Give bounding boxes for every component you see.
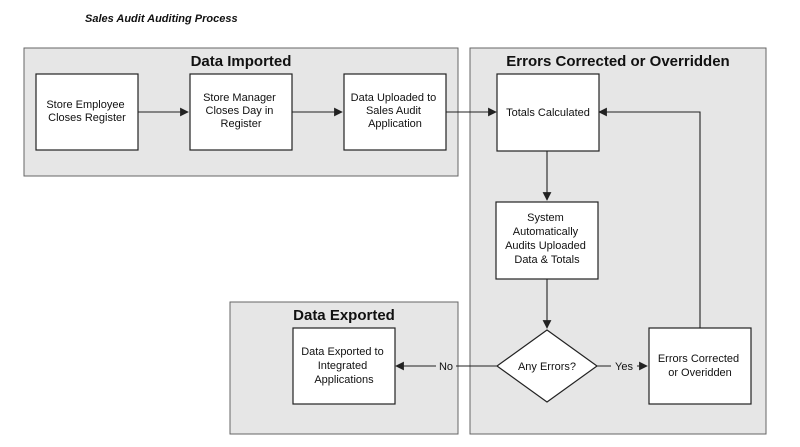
node-n2-line-2: Closes Day in (206, 105, 274, 117)
edge-label-bg-no (436, 359, 456, 373)
node-errors-corrected (648, 327, 752, 405)
node-n8-line-2: Integrated (318, 360, 368, 372)
node-store-manager-closes-day (189, 73, 293, 151)
node-text-n3: Data Uploaded to Sales Audit Application (351, 92, 440, 130)
edge-label-bg-yes (611, 359, 637, 373)
node-text-n1: Store Employee Closes Register (46, 99, 127, 124)
edge-label-no: No (439, 361, 453, 373)
edge-label-yes: Yes (615, 361, 633, 373)
node-n8-line-1: Data Exported to (301, 346, 384, 358)
node-n4-line-1: Totals Calculated (506, 107, 590, 119)
node-n6-line-1: Any Errors? (518, 361, 576, 373)
edge-n7-n4-loop (598, 107, 701, 328)
node-n1-line-1: Store Employee (46, 99, 124, 111)
node-n3-line-3: Application (368, 118, 422, 130)
node-system-audits (495, 201, 599, 280)
node-totals-calculated (496, 73, 600, 152)
node-n5-line-1: System (527, 212, 564, 224)
node-store-employee-closes-register (35, 73, 139, 151)
node-n7-line-1: Errors Corrected (658, 353, 739, 365)
node-n8-line-3: Applications (314, 374, 374, 386)
node-n5-line-3: Audits Uploaded (505, 240, 586, 252)
node-data-uploaded (343, 73, 447, 151)
node-text-n6: Any Errors? (518, 361, 576, 373)
node-text-n8: Data Exported to Integrated Applications (301, 346, 387, 386)
node-n3-line-1: Data Uploaded to (351, 92, 437, 104)
node-text-n2: Store Manager Closes Day in Register (203, 92, 279, 130)
node-n5-line-2: Automatically (513, 226, 579, 238)
node-n2-line-3: Register (221, 118, 262, 130)
node-data-exported (292, 327, 396, 405)
node-n2-line-1: Store Manager (203, 92, 276, 104)
node-n1-line-2: Closes Register (48, 112, 126, 124)
lane-title-errors-corrected: Errors Corrected or Overridden (506, 53, 729, 70)
node-text-n4: Totals Calculated (506, 107, 590, 119)
node-n7-line-2: or Overidden (668, 367, 732, 379)
node-text-n5: System Automatically Audits Uploaded Dat… (505, 212, 589, 266)
diagram-title: Sales Audit Auditing Process (85, 13, 238, 25)
lane-title-data-imported: Data Imported (191, 53, 292, 70)
node-n5-line-4: Data & Totals (514, 254, 580, 266)
lane-title-data-exported: Data Exported (293, 307, 395, 324)
node-text-n7: Errors Corrected or Overidden (658, 353, 742, 379)
node-any-errors-decision (495, 329, 599, 403)
node-n3-line-2: Sales Audit (366, 105, 421, 117)
